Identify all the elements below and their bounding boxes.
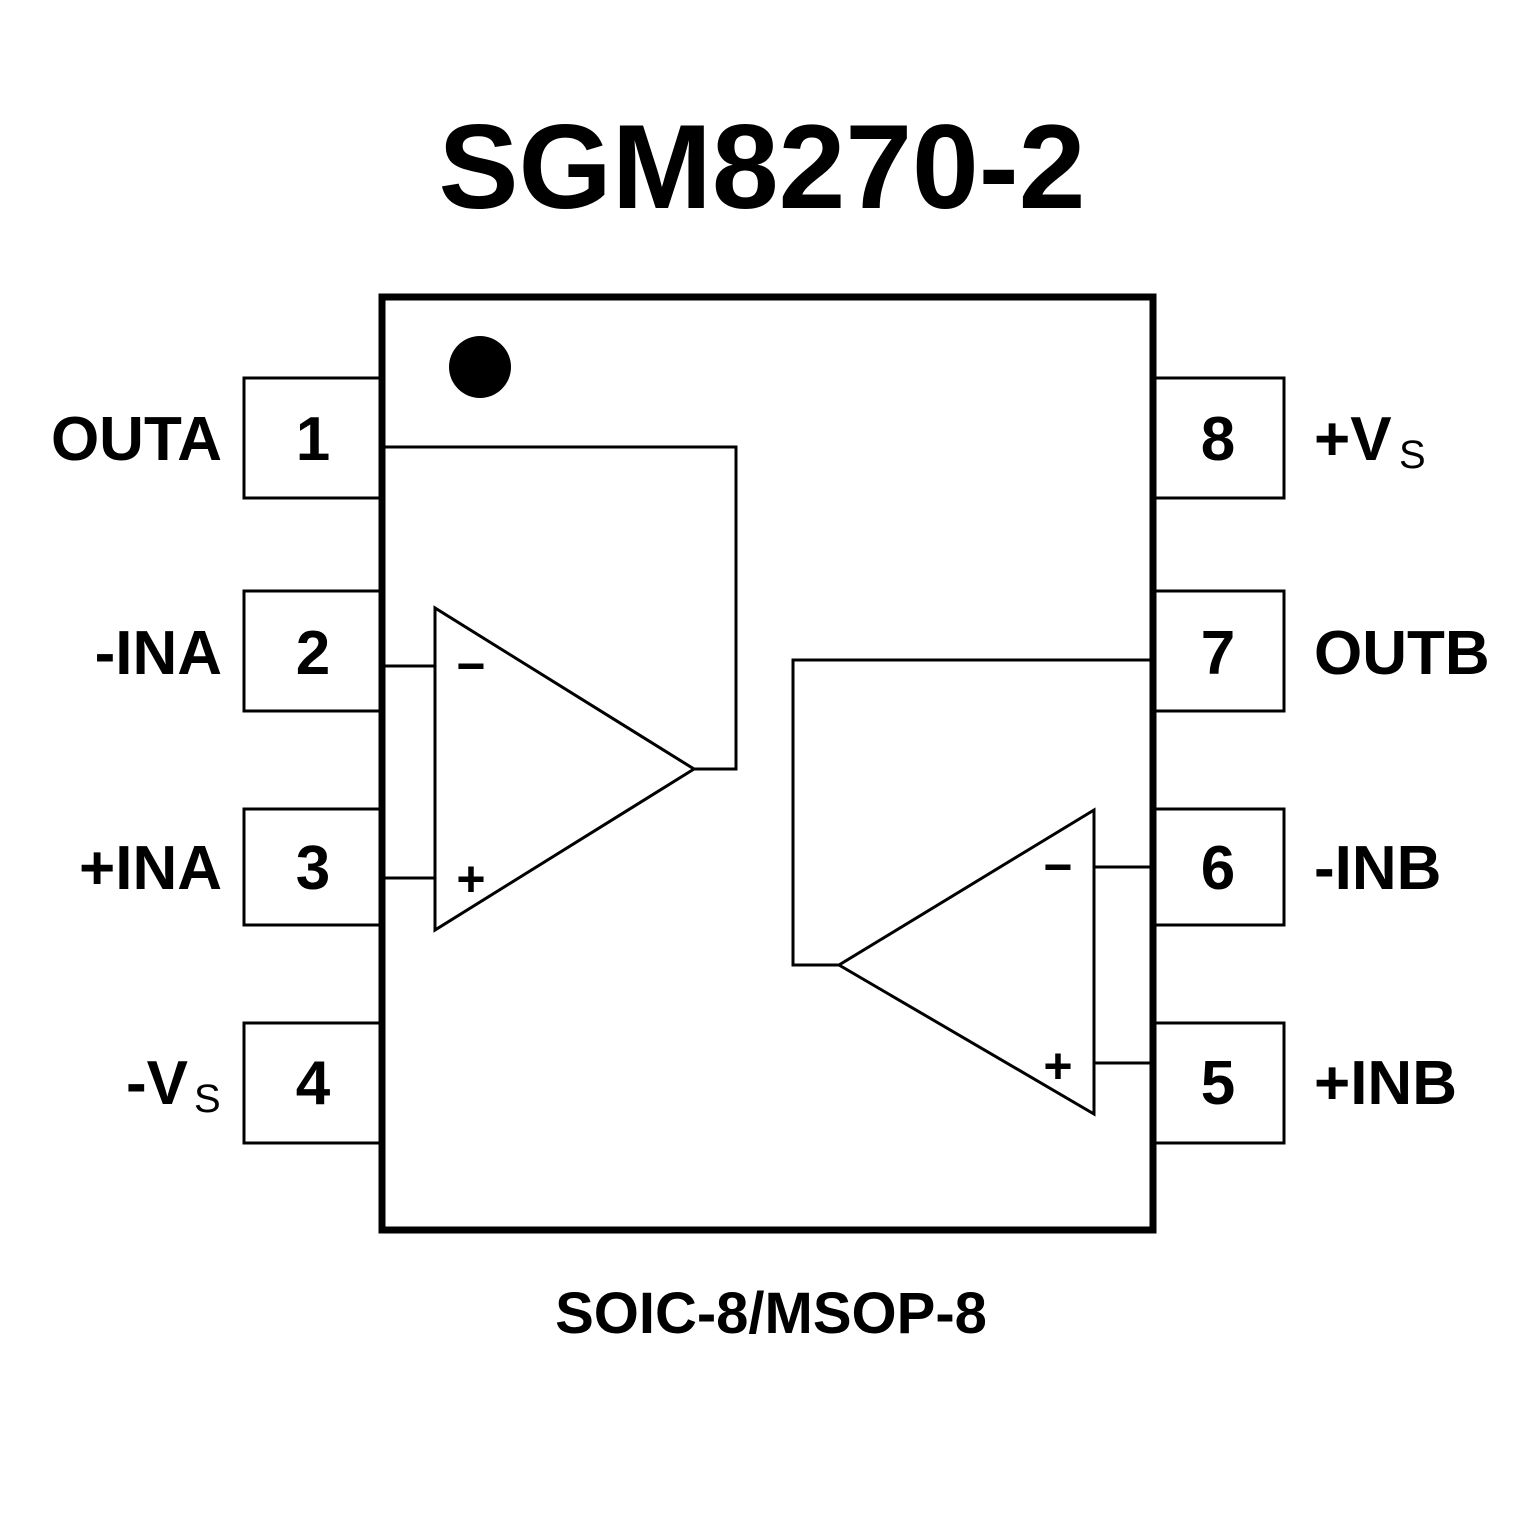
amplifier-a-inverting-symbol: − — [456, 638, 485, 694]
pin-label-vs-minus-main: -V — [126, 1049, 188, 1118]
pin-number-7: 7 — [1201, 619, 1235, 688]
pin-label-inb-plus: +INB — [1314, 1049, 1457, 1118]
pin-number-1: 1 — [296, 405, 330, 474]
amplifier-a: − + — [385, 445, 738, 933]
pin-label-vs-plus-subscript: S — [1399, 433, 1426, 477]
pin-label-vs-plus: +V S — [1314, 405, 1426, 477]
amplifier-b-noninverting-symbol: + — [1043, 1038, 1072, 1094]
pin-label-vs-minus-subscript: S — [194, 1077, 221, 1121]
pin-label-inb-minus: -INB — [1314, 834, 1441, 903]
amplifier-a-noninverting-symbol: + — [456, 851, 485, 907]
pin-label-ina-minus: -INA — [95, 619, 222, 688]
pin1-indicator-dot — [449, 336, 511, 398]
amplifier-b: − + — [791, 658, 1150, 1117]
amplifier-b-triangle — [836, 807, 1096, 1117]
pin-number-2: 2 — [296, 619, 330, 688]
pin-number-5: 5 — [1201, 1049, 1235, 1118]
pin-number-6: 6 — [1201, 834, 1235, 903]
amplifier-b-inverting-symbol: − — [1043, 839, 1072, 895]
chip-body — [378, 293, 1157, 1234]
pin-label-vs-minus: -V S — [126, 1049, 221, 1121]
wire-output-a-to-pin1 — [385, 445, 738, 771]
pin-label-outa: OUTA — [51, 405, 222, 474]
amplifier-a-triangle — [433, 605, 697, 933]
pin-number-8: 8 — [1201, 405, 1235, 474]
pin-label-vs-plus-main: +V — [1314, 405, 1392, 474]
pin-label-ina-plus: +INA — [79, 834, 222, 903]
package-label: SOIC-8/MSOP-8 — [555, 1281, 987, 1346]
pin-label-outb: OUTB — [1314, 619, 1490, 688]
pin-number-3: 3 — [296, 834, 330, 903]
chip-title: SGM8270-2 — [439, 100, 1086, 234]
wire-output-b-to-pin7 — [791, 658, 1150, 967]
pin-number-4: 4 — [296, 1049, 331, 1118]
